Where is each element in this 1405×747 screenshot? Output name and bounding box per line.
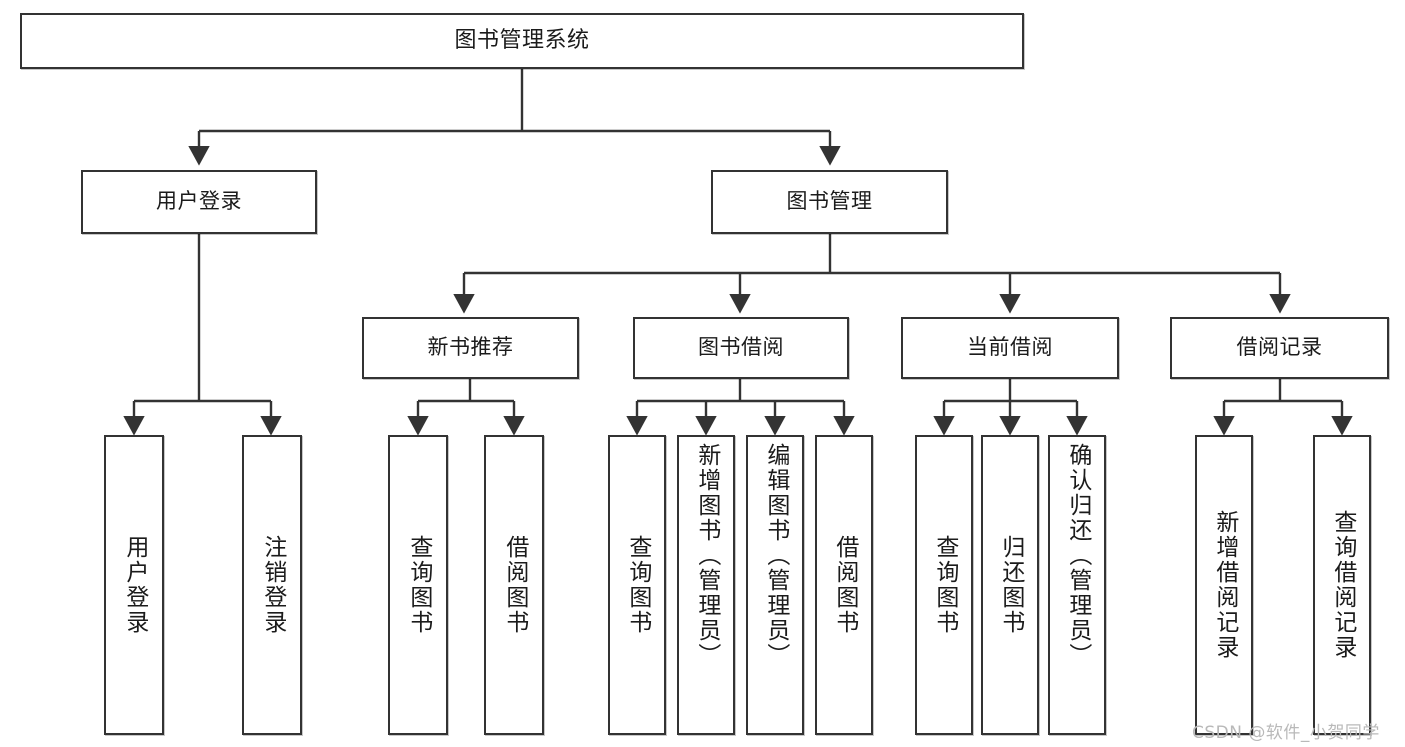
leaf-borrow-book-rec[interactable]: 借阅图书 [484, 435, 544, 735]
node-label: 新书推荐 [427, 335, 514, 360]
node-root-system[interactable]: 图书管理系统 [20, 13, 1024, 69]
leaf-query-borrow-record[interactable]: 查询借阅记录 [1313, 435, 1371, 735]
node-label: 图书管理 [786, 189, 873, 214]
node-label: 确认归还（管理员） [1064, 443, 1091, 668]
node-label: 新增图书（管理员） [693, 443, 720, 668]
leaf-user-login[interactable]: 用户登录 [104, 435, 164, 735]
node-borrow-record[interactable]: 借阅记录 [1170, 317, 1389, 379]
leaf-confirm-return-admin[interactable]: 确认归还（管理员） [1048, 435, 1106, 735]
node-label: 归还图书 [997, 535, 1024, 635]
node-label: 查询图书 [931, 535, 958, 635]
node-new-book-recommend[interactable]: 新书推荐 [362, 317, 579, 379]
node-book-borrow[interactable]: 图书借阅 [633, 317, 849, 379]
leaf-return-book[interactable]: 归还图书 [981, 435, 1039, 735]
node-label: 图书借阅 [698, 335, 784, 360]
node-label: 用户登录 [121, 535, 148, 635]
leaf-add-book-admin[interactable]: 新增图书（管理员） [677, 435, 735, 735]
leaf-add-borrow-record[interactable]: 新增借阅记录 [1195, 435, 1253, 735]
node-label: 查询借阅记录 [1329, 510, 1356, 660]
node-label: 当前借阅 [967, 335, 1053, 360]
node-label: 借阅图书 [501, 535, 528, 635]
node-label: 借阅图书 [831, 535, 858, 635]
leaf-borrow-book-borrow[interactable]: 借阅图书 [815, 435, 873, 735]
leaf-logout-login[interactable]: 注销登录 [242, 435, 302, 735]
node-user-login[interactable]: 用户登录 [81, 170, 317, 234]
leaf-query-book-borrow[interactable]: 查询图书 [608, 435, 666, 735]
node-current-borrow[interactable]: 当前借阅 [901, 317, 1119, 379]
node-book-manage[interactable]: 图书管理 [711, 170, 948, 234]
node-label: 图书管理系统 [454, 27, 590, 53]
csdn-watermark: CSDN @软件_小贺同学 [1192, 723, 1380, 743]
node-label: 借阅记录 [1236, 335, 1323, 360]
node-label: 编辑图书（管理员） [762, 443, 789, 668]
leaf-query-book-rec[interactable]: 查询图书 [388, 435, 448, 735]
node-label: 查询图书 [405, 535, 432, 635]
node-label: 新增借阅记录 [1211, 510, 1238, 660]
leaf-edit-book-admin[interactable]: 编辑图书（管理员） [746, 435, 804, 735]
node-label: 查询图书 [624, 535, 651, 635]
node-label: 注销登录 [259, 535, 286, 635]
leaf-query-book-current[interactable]: 查询图书 [915, 435, 973, 735]
node-label: 用户登录 [156, 189, 242, 214]
